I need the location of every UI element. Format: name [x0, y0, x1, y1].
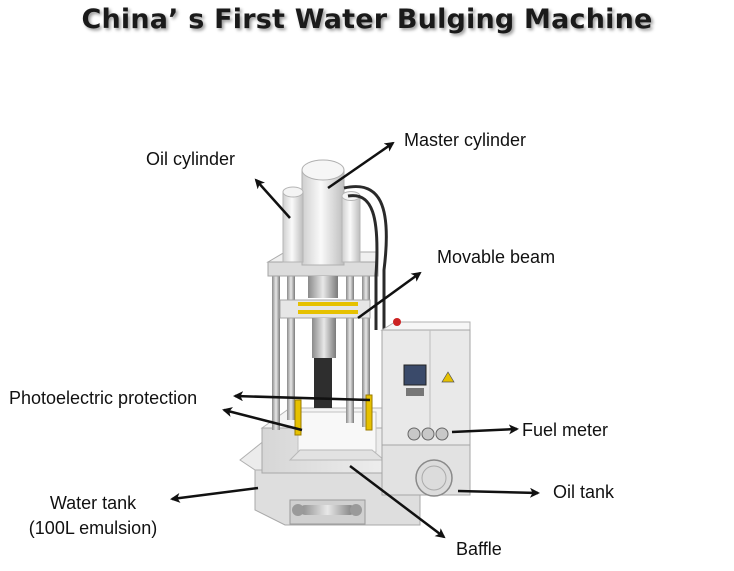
hydraulic-hoses: [343, 185, 388, 330]
label-movable-beam: Movable beam: [437, 247, 556, 267]
arrow-master-cylinder: [327, 141, 395, 190]
guide-columns: [272, 262, 370, 430]
label-oil-tank: Oil tank: [553, 482, 615, 502]
arrow-water-tank: [170, 486, 259, 503]
movable-beam: [279, 299, 371, 408]
label-oil-cylinder: Oil cylinder: [146, 149, 236, 169]
control-cabinet: [380, 318, 471, 497]
arrow-fuel-meter: [451, 424, 519, 435]
label-water-tank-line1: Water tank: [49, 493, 137, 513]
label-master-cylinder: Master cylinder: [404, 130, 527, 150]
label-water-tank-line2: (100L emulsion): [28, 518, 158, 538]
diagram-title: China’ s First Water Bulging Machine: [81, 4, 653, 35]
label-photoelectric-protection: Photoelectric protection: [9, 388, 198, 408]
arrow-photoelectric-1: [233, 391, 371, 402]
arrow-oil-cylinder: [254, 178, 291, 219]
arrow-oil-tank: [457, 487, 540, 498]
arrow-movable-beam: [357, 271, 422, 320]
master-cylinder: [301, 159, 345, 298]
photoelectric-sensors: [294, 394, 373, 436]
annotation-arrows: [170, 141, 540, 539]
arrow-baffle: [349, 465, 446, 539]
label-baffle: Baffle: [456, 539, 502, 559]
label-fuel-meter: Fuel meter: [522, 420, 609, 440]
arrow-photoelectric-2: [222, 407, 303, 432]
label-water-tank: Water tank (100L emulsion): [18, 492, 168, 539]
